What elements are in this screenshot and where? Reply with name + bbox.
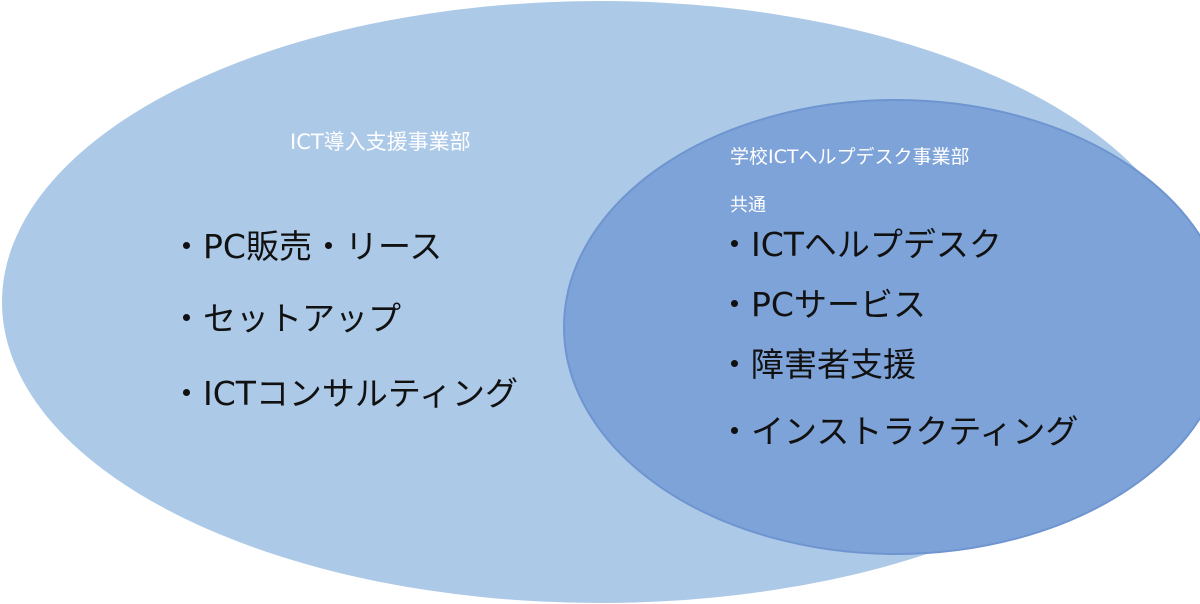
outer-list-item: ・セットアップ xyxy=(170,299,401,338)
outer-list-item: ・ICTコンサルティング xyxy=(170,374,518,413)
inner-list-item: ・ICTヘルプデスク xyxy=(718,225,1002,264)
outer-list-item: ・PC販売・リース xyxy=(170,227,443,266)
inner-list-item: ・障害者支援 xyxy=(718,345,916,384)
inner-group-subtitle: 共通 xyxy=(730,195,766,216)
inner-list-item: ・インストラクティング xyxy=(718,412,1079,451)
outer-group-title: ICT導入支援事業部 xyxy=(290,130,471,154)
inner-list-item: ・PCサービス xyxy=(718,285,926,324)
inner-ellipse xyxy=(563,99,1200,555)
inner-group-title: 学校ICTヘルプデスク事業部 xyxy=(730,146,970,168)
